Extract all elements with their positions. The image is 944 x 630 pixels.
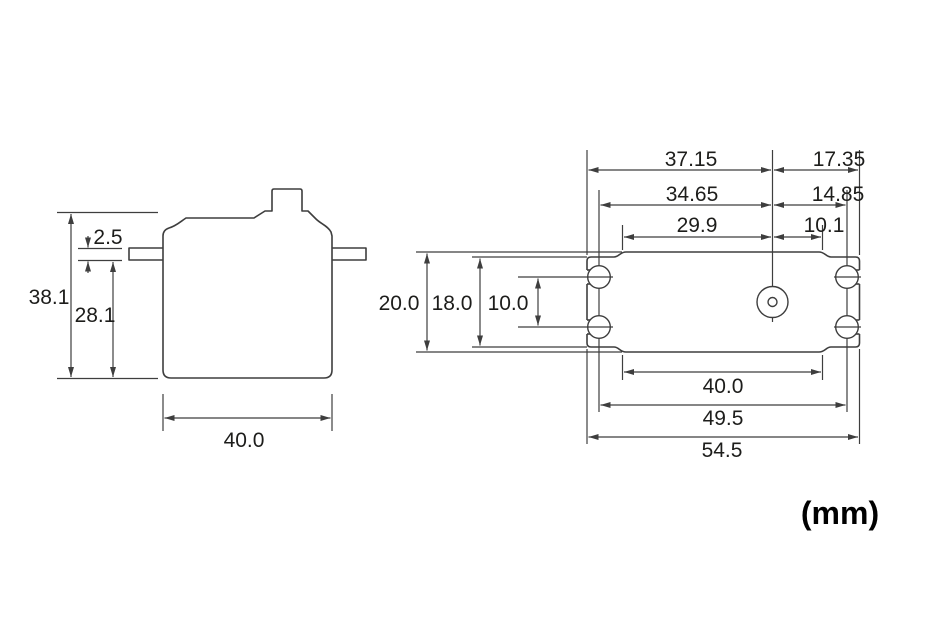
dim-label-flange-depth: 18.0 <box>432 292 473 315</box>
dim-label-axis-to-flange-right: 17.35 <box>813 148 866 171</box>
dim-label-hole-pitch: 10.0 <box>488 292 529 315</box>
dim-label-body-to-axis-left: 29.9 <box>677 214 718 237</box>
dim-label-axis-to-holes-right: 14.85 <box>812 183 865 206</box>
side-view: 38.1 2.5 28.1 40.0 <box>29 188 367 452</box>
dim-label-flange-span: 54.5 <box>702 439 743 462</box>
dim-label-body-width: 40.0 <box>703 375 744 398</box>
output-shaft-center <box>767 296 778 308</box>
dim-label-flange-to-base: 28.1 <box>75 304 116 327</box>
dim-label-body-depth: 20.0 <box>379 292 420 315</box>
dim-label-flange-to-axis-left: 37.15 <box>665 148 718 171</box>
servo-top-outline-upper <box>586 251 861 270</box>
right-mount-tab <box>332 247 367 261</box>
dim-label-axis-to-body-right: 10.1 <box>804 214 845 237</box>
top-view: 37.15 17.35 34.65 14.85 29.9 10.1 20.0 1… <box>379 148 866 462</box>
dim-label-holes-to-axis-left: 34.65 <box>666 183 719 206</box>
left-mount-tab <box>128 247 163 261</box>
dim-label-overall-height: 38.1 <box>29 286 70 309</box>
units-label: (mm) <box>801 495 879 531</box>
servo-top-outline-lower <box>586 334 861 353</box>
servo-side-outline <box>162 188 333 379</box>
dim-label-hole-span: 49.5 <box>703 407 744 430</box>
dim-label-flange-thickness: 2.5 <box>93 226 122 249</box>
dim-label-body-width: 40.0 <box>224 429 265 452</box>
